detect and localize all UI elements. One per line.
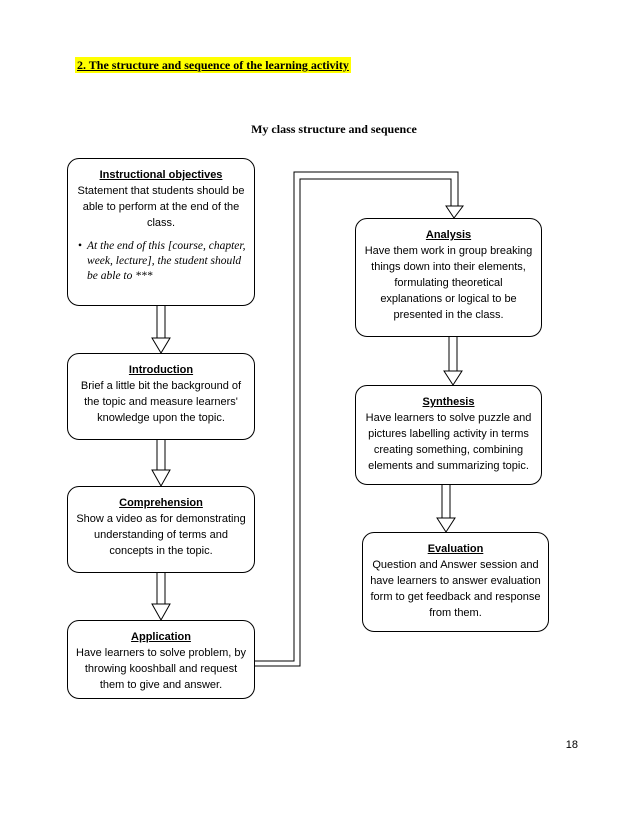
box-comprehension: Comprehension Show a video as for demons…	[67, 486, 255, 573]
box-body: Show a video as for demonstrating unders…	[76, 513, 246, 557]
box-title: Instructional objectives	[99, 169, 223, 181]
box-body: Have learners to solve problem, by throw…	[76, 647, 246, 691]
arrow-comprehension-to-application	[151, 573, 171, 622]
box-synthesis: Synthesis Have learners to solve puzzle …	[355, 385, 542, 485]
box-instructional-objectives: Instructional objectives Statement that …	[67, 158, 255, 306]
box-title: Synthesis	[422, 396, 475, 408]
bullet-icon: •	[78, 240, 83, 252]
box-title: Application	[131, 631, 191, 643]
box-body: Question and Answer session and have lea…	[370, 559, 541, 619]
arrow-synthesis-to-evaluation	[436, 485, 456, 533]
box-title: Comprehension	[119, 497, 203, 509]
bullet-text: At the end of this [course, chapter, wee…	[87, 240, 246, 282]
box-body: Have learners to solve puzzle and pictur…	[365, 412, 532, 472]
objective-bullet: • At the end of this [course, chapter, w…	[74, 239, 248, 284]
arrow-objectives-to-introduction	[151, 306, 171, 354]
box-title: Introduction	[128, 364, 194, 376]
box-evaluation: Evaluation Question and Answer session a…	[362, 532, 549, 632]
box-body: Statement that students should be able t…	[77, 185, 245, 229]
arrow-analysis-to-synthesis	[443, 337, 463, 386]
box-title: Evaluation	[427, 543, 484, 555]
box-body: Have them work in group breaking things …	[364, 245, 533, 321]
section-heading: 2. The structure and sequence of the lea…	[75, 57, 351, 73]
arrow-application-to-analysis	[255, 171, 464, 667]
arrow-introduction-to-comprehension	[151, 440, 171, 488]
box-introduction: Introduction Brief a little bit the back…	[67, 353, 255, 440]
box-analysis: Analysis Have them work in group breakin…	[355, 218, 542, 337]
page-number: 18	[565, 739, 578, 751]
box-application: Application Have learners to solve probl…	[67, 620, 255, 699]
box-body: Brief a little bit the background of the…	[80, 380, 242, 424]
box-title: Analysis	[425, 229, 472, 241]
diagram-title: My class structure and sequence	[251, 122, 417, 136]
